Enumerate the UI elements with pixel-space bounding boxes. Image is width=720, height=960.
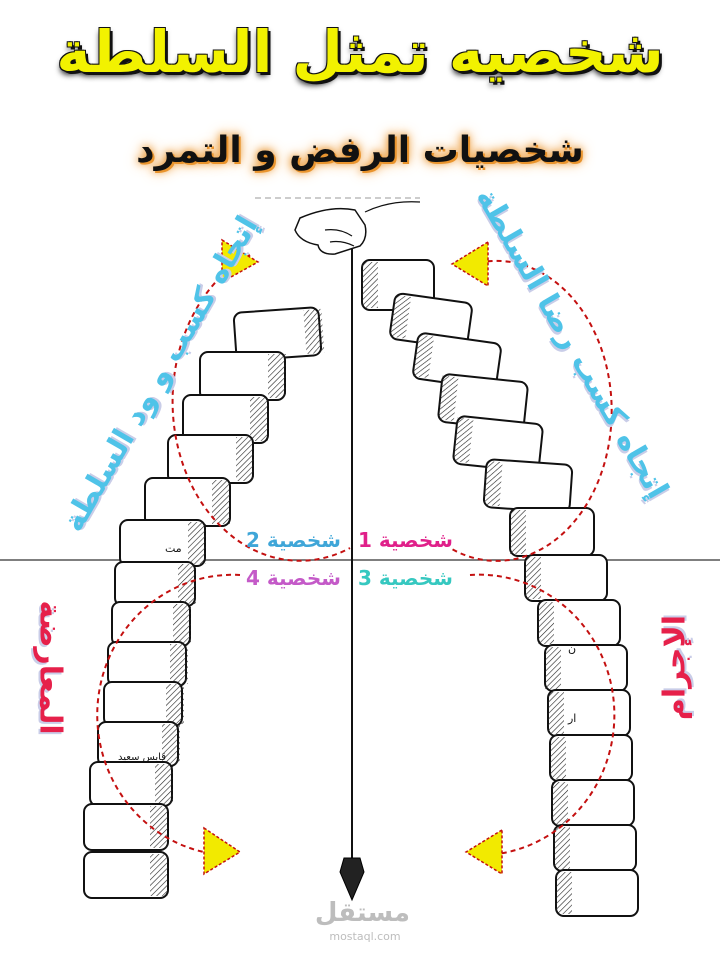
quadrant-4-label: شخصية 4 [246, 566, 341, 590]
dashed-arc-top-left [171, 254, 351, 562]
brick [119, 519, 206, 567]
brick [199, 351, 286, 401]
brick-text: ار [567, 712, 576, 725]
arrow-icon [221, 238, 260, 284]
brick [103, 681, 184, 727]
brick [524, 554, 608, 602]
brick [482, 458, 574, 514]
main-title: شخصيه تمثل السلطة [56, 18, 664, 86]
quadrant-2-label: شخصية 2 [246, 528, 341, 552]
quadrant-1-label: شخصية 1 [358, 528, 453, 552]
brick [167, 434, 254, 484]
dashed-arc-top-right [449, 259, 613, 562]
arrow-icon [464, 828, 503, 876]
brick-text: ن [568, 642, 576, 655]
hand-icon [294, 201, 421, 255]
brick [537, 599, 621, 647]
brick [111, 601, 191, 647]
brick [553, 824, 637, 872]
left-brick-stack [83, 306, 325, 899]
crime-label: الإجرام [657, 614, 693, 721]
brick [83, 851, 169, 899]
brick [144, 477, 231, 527]
brick-text: مت [165, 542, 182, 555]
brick [83, 803, 169, 851]
brick [555, 869, 639, 917]
brick [182, 394, 269, 444]
brick [509, 507, 595, 557]
brick [547, 689, 631, 737]
dashed-arc-bottom-left [96, 573, 241, 856]
brick [549, 734, 633, 782]
watermark-url: mostaql.com [329, 930, 401, 943]
dashed-arc-bottom-right [469, 573, 616, 856]
subtitle: شخصيات الرفض و التمرد [136, 130, 584, 171]
brick [544, 644, 628, 692]
arrow-icon [450, 240, 489, 288]
watermark-logo: مستقل [314, 898, 410, 928]
plumb-bob-icon [339, 857, 365, 902]
right-brick-stack [361, 259, 639, 917]
opposition-label: المعارضة [32, 600, 68, 735]
arrow-icon [203, 826, 242, 876]
brick [232, 306, 325, 362]
brick [551, 779, 635, 827]
brick [89, 761, 173, 807]
brick [107, 641, 188, 687]
quadrant-3-label: شخصية 3 [358, 566, 453, 590]
brick-text: قابس سعيد [118, 752, 166, 763]
